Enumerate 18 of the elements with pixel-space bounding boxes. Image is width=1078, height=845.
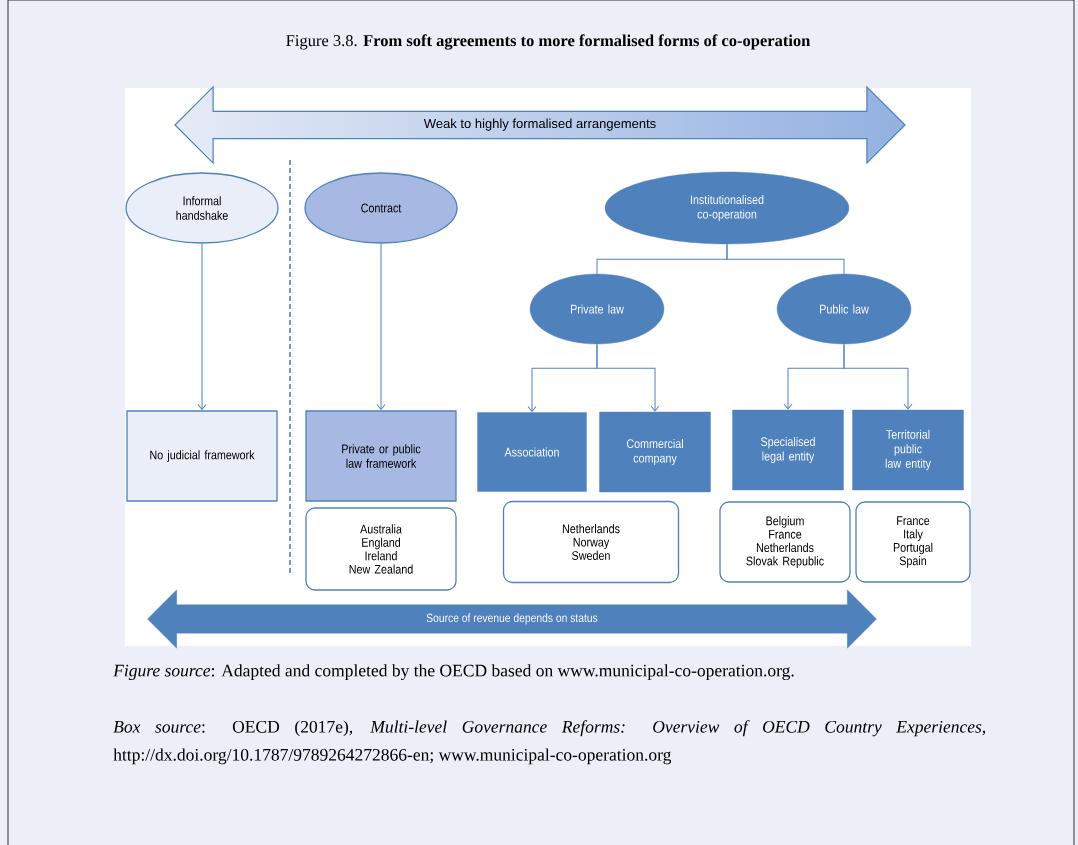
source-note: Box source: OECD (2017e), Multi-level Governance Reforms: Overview of OECD Country Experiences, http://dx.doi.org/10.1787/9789264272866-en; www.municipal-co-operation.org	[113, 720, 986, 765]
country-list-box: France Italy Portugal Spain	[855, 501, 971, 583]
entity-box: Specialised legal entity	[732, 409, 844, 491]
country-list-box: Belgium France Netherlands Slovak Republic	[719, 501, 851, 583]
entity-box: Territorial public law entity	[852, 409, 964, 491]
double-arrow-banner: Source of revenue depends on status	[147, 589, 877, 649]
country-list-box: Australia England Ireland New Zealand	[305, 507, 457, 591]
framework-box: No judicial framework	[126, 410, 278, 502]
country-list-box: Netherlands Norway Sweden	[502, 500, 680, 584]
connector-arrow	[843, 343, 913, 410]
entity-box: Commercial company	[599, 411, 711, 493]
entity-box: Association	[477, 412, 587, 492]
framework-box: Private or public law framework	[305, 410, 457, 502]
connector-arrow	[596, 343, 660, 412]
connector-arrow	[376, 243, 386, 411]
figure-title: Figure 3.8. From soft agreements to more formalised forms of co-operation	[286, 34, 811, 50]
source-note: Figure source: Adapted and completed by the OECD based on www.municipal-co-operation.org.	[113, 664, 794, 681]
connector-arrow	[197, 243, 207, 411]
